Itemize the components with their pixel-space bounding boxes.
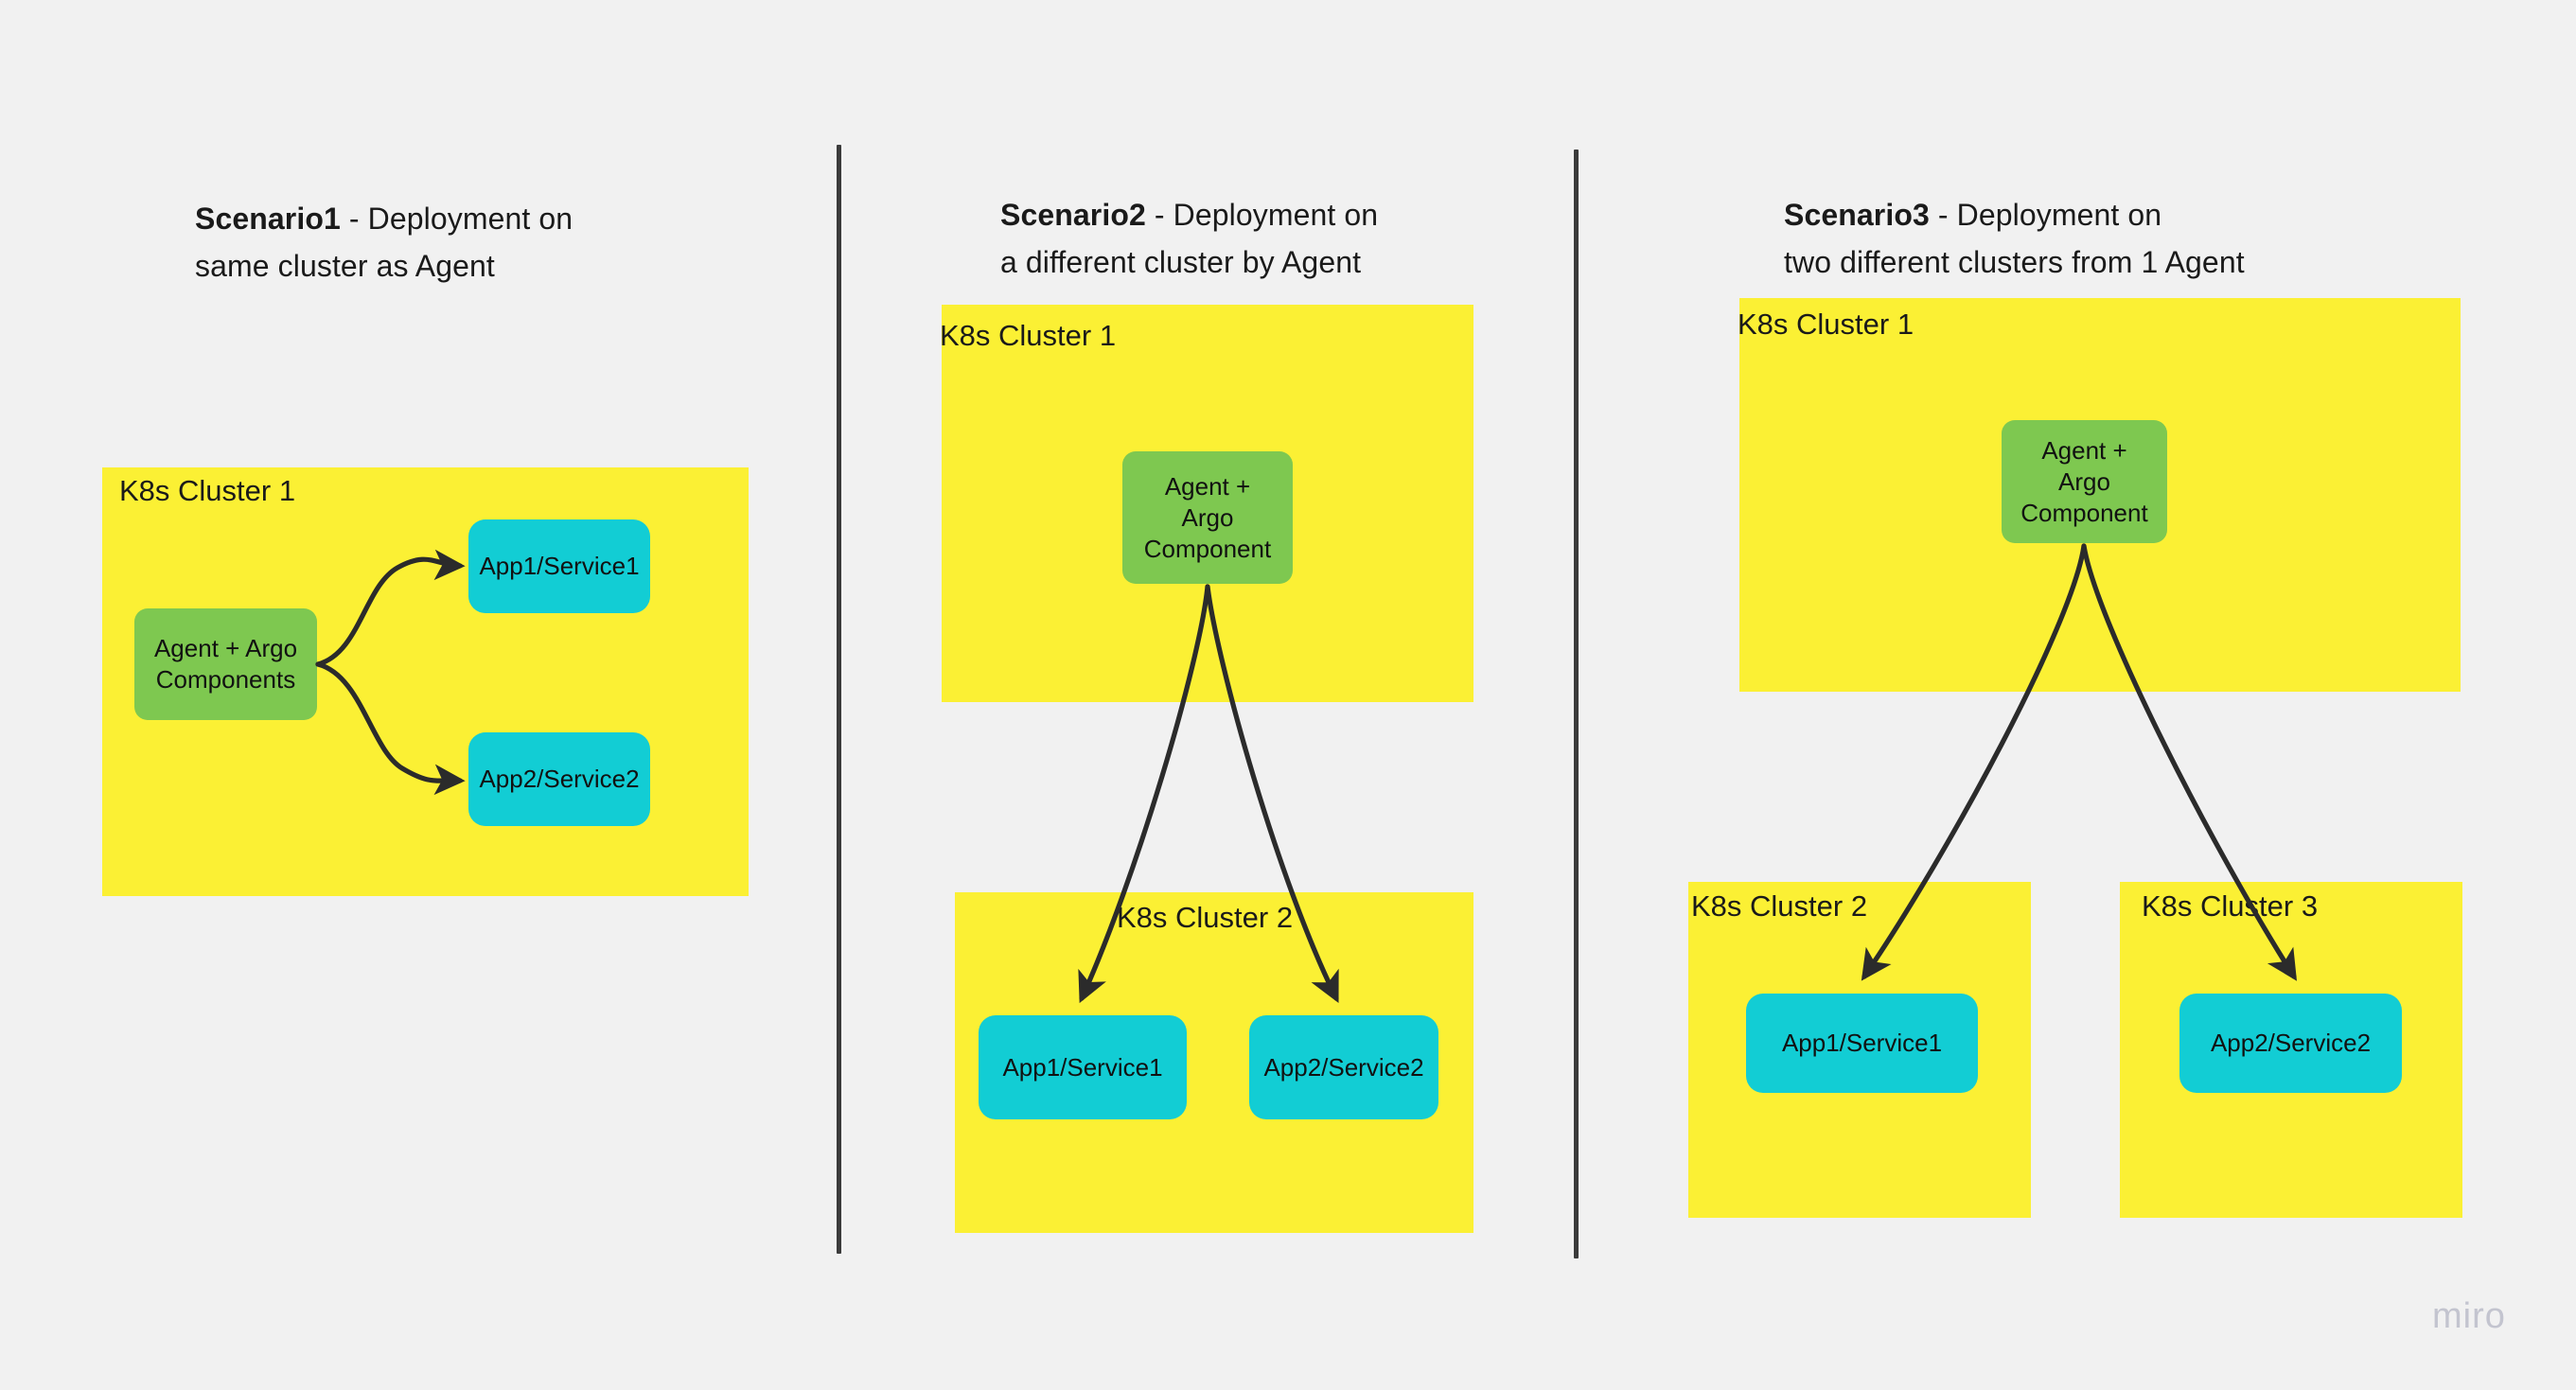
scenario1-title: Scenario1 - Deployment on same cluster a…	[195, 148, 782, 290]
scenario1-app2-node[interactable]: App2/Service2	[468, 732, 650, 826]
scenario2-title: Scenario2 - Deployment on a different cl…	[1000, 144, 1587, 286]
scenario2-cluster1-label: K8s Cluster 1	[940, 319, 1117, 352]
scenario3-cluster1-label: K8s Cluster 1	[1738, 308, 1914, 341]
scenario2-app2-node[interactable]: App2/Service2	[1249, 1015, 1438, 1119]
scenario2-agent-node[interactable]: Agent + Argo Component	[1122, 451, 1293, 584]
scenario2-app1-node[interactable]: App1/Service1	[979, 1015, 1187, 1119]
scenario2-title-rest: - Deployment on a different cluster by A…	[1000, 198, 1379, 279]
scenario1-app1-node[interactable]: App1/Service1	[468, 519, 650, 613]
scenario3-title: Scenario3 - Deployment on two different …	[1784, 144, 2446, 286]
scenario3-app1-node[interactable]: App1/Service1	[1746, 994, 1978, 1093]
scenario3-agent-node[interactable]: Agent + Argo Component	[2002, 420, 2167, 543]
scenario1-title-strong: Scenario1	[195, 202, 341, 236]
divider-scenario1-scenario2	[837, 145, 841, 1254]
scenario2-cluster2-label: K8s Cluster 2	[1117, 901, 1294, 934]
scenario3-app2-node[interactable]: App2/Service2	[2179, 994, 2402, 1093]
divider-scenario2-scenario3	[1574, 150, 1579, 1258]
scenario3-cluster2-label: K8s Cluster 2	[1691, 889, 1868, 923]
scenario1-agent-node[interactable]: Agent + Argo Components	[134, 608, 317, 720]
scenario3-title-strong: Scenario3	[1784, 198, 1930, 232]
scenario3-title-rest: - Deployment on two different clusters f…	[1784, 198, 2245, 279]
scenario3-cluster3-label: K8s Cluster 3	[2142, 889, 2319, 923]
miro-watermark: miro	[2432, 1296, 2506, 1336]
scenario2-title-strong: Scenario2	[1000, 198, 1146, 232]
scenario1-title-rest: - Deployment on same cluster as Agent	[195, 202, 573, 283]
scenario1-cluster1-label: K8s Cluster 1	[119, 474, 296, 507]
